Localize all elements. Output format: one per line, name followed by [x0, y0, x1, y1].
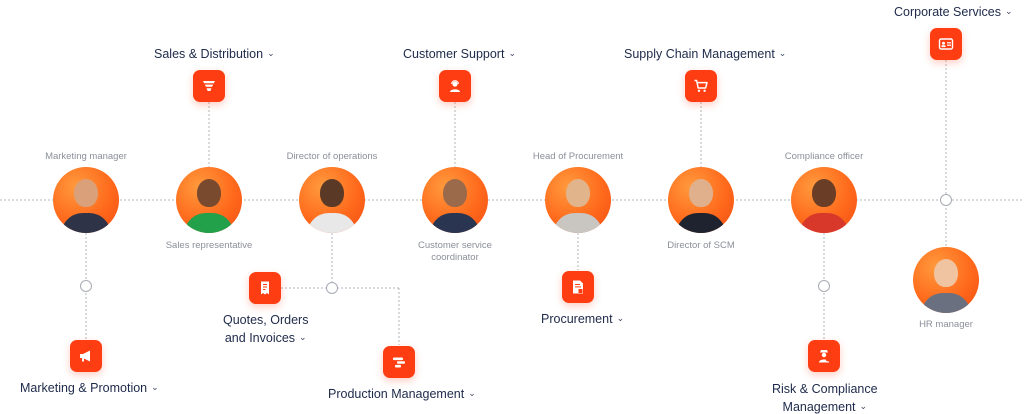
chevron-down-icon: ⌄ — [151, 382, 159, 392]
corporate-services-label[interactable]: Corporate Services ⌄ — [894, 5, 1013, 19]
role-label: Head of Procurement — [532, 151, 624, 162]
role-label: Director of operations — [286, 151, 378, 162]
role-label: HR manager — [919, 319, 973, 330]
funnel-icon — [203, 81, 215, 91]
procurement-label[interactable]: Procurement ⌄ — [541, 312, 625, 326]
procurement-node[interactable] — [562, 271, 594, 303]
avatar — [53, 167, 119, 233]
chevron-down-icon: ⌄ — [468, 388, 476, 398]
role-label: Customer service coordinator — [418, 240, 492, 263]
role-label: Compliance officer — [784, 151, 864, 162]
quotes-orders-invoices-label[interactable]: Quotes, Orders and Invoices ⌄ — [223, 313, 309, 345]
avatar — [422, 167, 488, 233]
chevron-down-icon: ⌄ — [616, 313, 625, 323]
id-card-icon — [938, 38, 954, 50]
avatar — [545, 167, 611, 233]
risk-compliance-node[interactable] — [808, 340, 840, 372]
role-label: Director of SCM — [667, 240, 735, 251]
risk-compliance-label[interactable]: Risk & Compliance Management ⌄ — [772, 382, 878, 414]
junction-dot — [940, 194, 952, 206]
chevron-down-icon: ⌄ — [778, 48, 787, 58]
avatar — [299, 167, 365, 233]
procurement-document-icon — [573, 280, 583, 294]
junction-dot — [326, 282, 338, 294]
sales-distribution-label[interactable]: Sales & Distribution ⌄ — [154, 47, 275, 61]
corporate-services-node[interactable] — [930, 28, 962, 60]
inspector-icon — [819, 350, 829, 363]
role-label: Marketing manager — [45, 151, 127, 162]
customer-support-label[interactable]: Customer Support ⌄ — [403, 47, 516, 61]
marketing-promotion-node[interactable] — [70, 340, 102, 372]
chevron-down-icon: ⌄ — [508, 48, 516, 58]
sales-distribution-node[interactable] — [193, 70, 225, 102]
invoice-icon — [261, 281, 269, 295]
quotes-orders-invoices-node[interactable] — [249, 272, 281, 304]
junction-dot — [818, 280, 830, 292]
marketing-promotion-label[interactable]: Marketing & Promotion ⌄ — [20, 381, 159, 395]
production-management-label[interactable]: Production Management ⌄ — [328, 387, 476, 401]
support-agent-icon — [450, 80, 460, 92]
gantt-icon — [393, 357, 405, 368]
avatar — [668, 167, 734, 233]
megaphone-icon — [80, 350, 90, 362]
supply-chain-management-label[interactable]: Supply Chain Management ⌄ — [624, 47, 787, 61]
chevron-down-icon: ⌄ — [267, 48, 275, 58]
role-label: Sales representative — [165, 240, 253, 251]
production-management-node[interactable] — [383, 346, 415, 378]
customer-support-node[interactable] — [439, 70, 471, 102]
avatar — [913, 247, 979, 313]
junction-dot — [80, 280, 92, 292]
supply-chain-management-node[interactable] — [685, 70, 717, 102]
avatar — [791, 167, 857, 233]
chevron-down-icon: ⌄ — [1005, 6, 1013, 16]
chevron-down-icon: ⌄ — [859, 401, 868, 411]
cart-icon — [694, 79, 708, 92]
avatar — [176, 167, 242, 233]
chevron-down-icon: ⌄ — [299, 332, 307, 342]
